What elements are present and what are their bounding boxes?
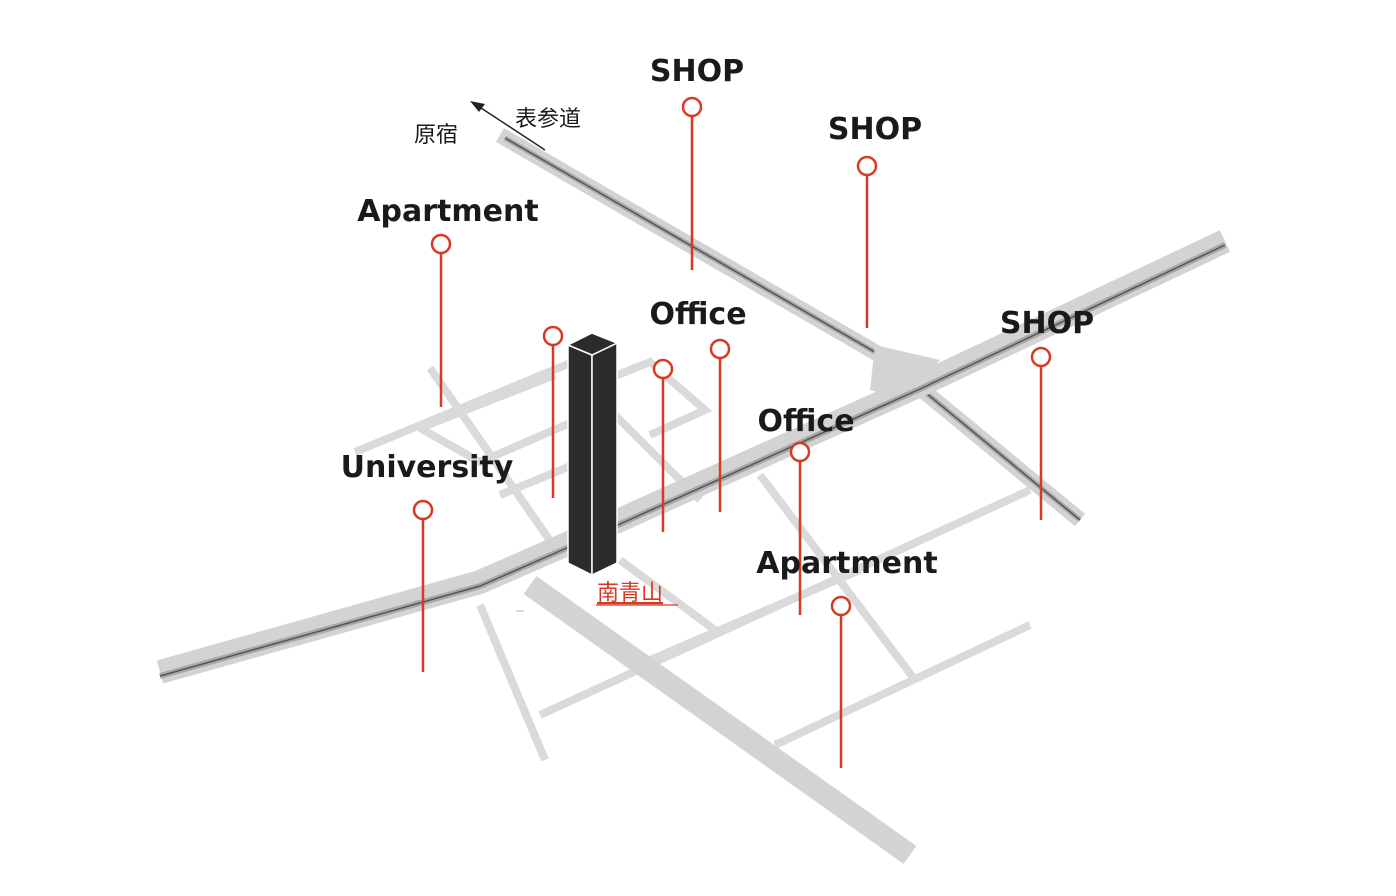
harajuku-label: 原宿: [414, 123, 458, 148]
pin-label: Office: [649, 297, 746, 332]
street: [756, 472, 919, 683]
pin-label: University: [341, 450, 514, 485]
pin-labels: SHOP SHOP SHOP Apartment Office Office U…: [341, 54, 1094, 581]
pin-marker-icon: [542, 325, 564, 347]
pin-label: SHOP: [828, 112, 922, 147]
pin-shop[interactable]: [1030, 346, 1052, 520]
upper-avenue: [495, 128, 1086, 527]
street: [476, 603, 549, 762]
pin-office[interactable]: [709, 338, 731, 512]
pin-university[interactable]: [412, 499, 434, 672]
pin-label: SHOP: [1000, 306, 1094, 341]
pin-label: SHOP: [650, 54, 744, 89]
station-label: 南青山: [597, 581, 663, 606]
pin-marker-icon: [789, 441, 811, 463]
building-icon: [566, 332, 619, 577]
direction-arrow: [470, 101, 546, 151]
street: [773, 621, 1032, 749]
street: [426, 365, 564, 558]
pin-marker-icon: [652, 358, 674, 380]
lower-avenue: [523, 576, 917, 864]
omotesando-label: 表参道: [515, 107, 581, 132]
pin-apartment[interactable]: [430, 233, 452, 407]
pin-shop[interactable]: [681, 96, 703, 270]
pin-unlabeled[interactable]: [652, 358, 674, 532]
pin-shop[interactable]: [856, 155, 878, 328]
main-avenue: [156, 230, 1231, 684]
pin-marker-icon: [709, 338, 731, 360]
pin-label: Office: [757, 404, 854, 439]
pin-unlabeled[interactable]: [542, 325, 564, 498]
street: [603, 357, 713, 439]
pin-marker-icon: [412, 499, 434, 521]
pin-marker-icon: [430, 233, 452, 255]
streets: [353, 351, 1032, 762]
pin-marker-icon: [830, 595, 852, 617]
pin-marker-icon: [856, 155, 878, 177]
pin-marker-icon: [1030, 346, 1052, 368]
street: [418, 371, 557, 432]
pin-apartment[interactable]: [830, 595, 852, 768]
street: [617, 556, 718, 634]
pin-label: Apartment: [357, 194, 538, 229]
street: [418, 406, 602, 467]
pin-marker-icon: [681, 96, 703, 118]
pins: [412, 96, 1052, 768]
pin-office[interactable]: [789, 441, 811, 615]
pin-label: Apartment: [756, 546, 937, 581]
street: [648, 566, 862, 664]
